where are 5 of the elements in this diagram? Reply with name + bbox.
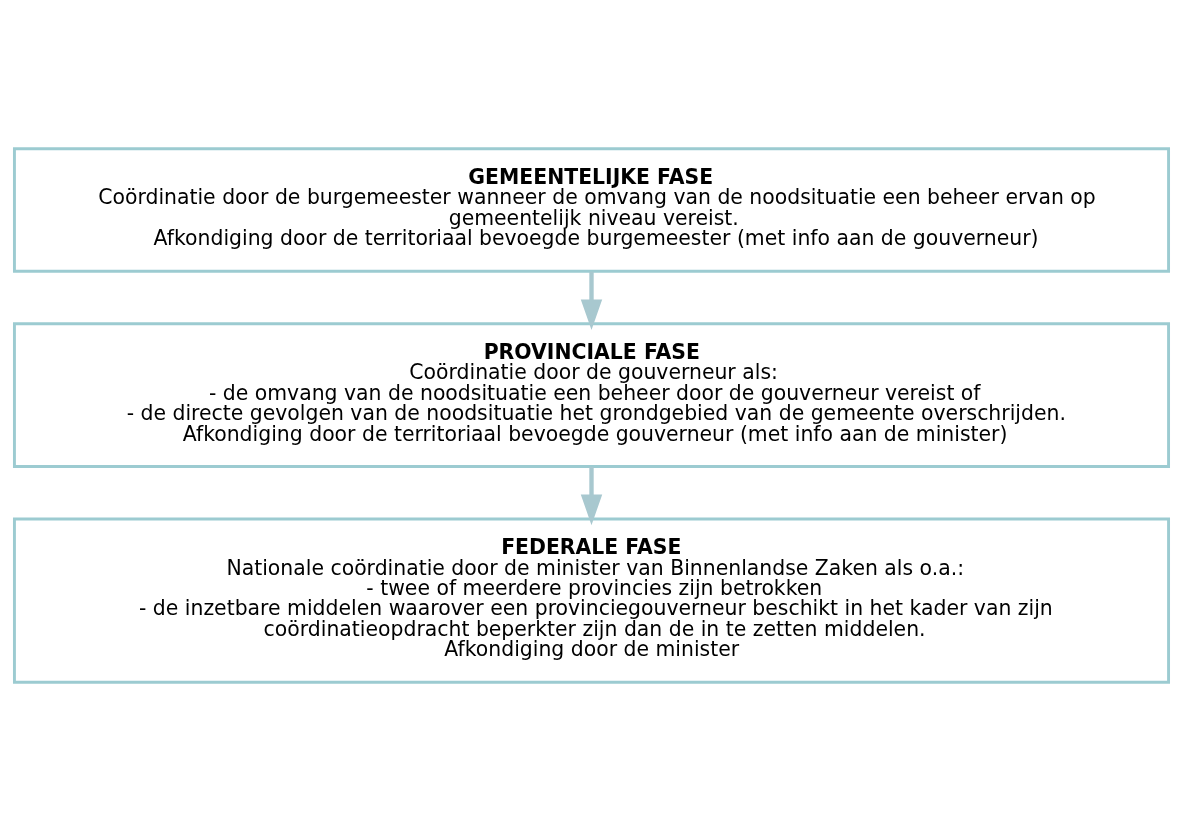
arrow [580,466,603,525]
node-box: PROVINCIALE FASE Coördinatie door de gouverneur als: - de omvang van de noodsituatie een beheer door de gouverneur vereist of - de directe gevolgen van de noodsituatie het grondgebied van de gemeente overschrijden. Afkondiging door de territoriaal bevoegde gouverneur (met info aan de minister) [13,321,1170,468]
node-box: FEDERALE FASE Nationale coördinatie door de minister van Binnenlandse Zaken als o.a.: - twee of meerdere provincies zijn betrokken - de inzetbare middelen waarover een provinciegouverneur beschikt in het kader van zijn coördinatieopdracht beperkter zijn dan de in te zetten middelen. Afkondiging door de minister [13,517,1170,684]
node-box: GEMEENTELIJKE FASE Coördinatie door de burgemeester wanneer de omvang van de noodsituatie een beheer ervan op gemeentelijk niveau vereist. Afkondiging door de territoriaal bevoegde burgemeester (met info aan de gouverneur) [13,146,1170,273]
arrow [580,271,603,330]
